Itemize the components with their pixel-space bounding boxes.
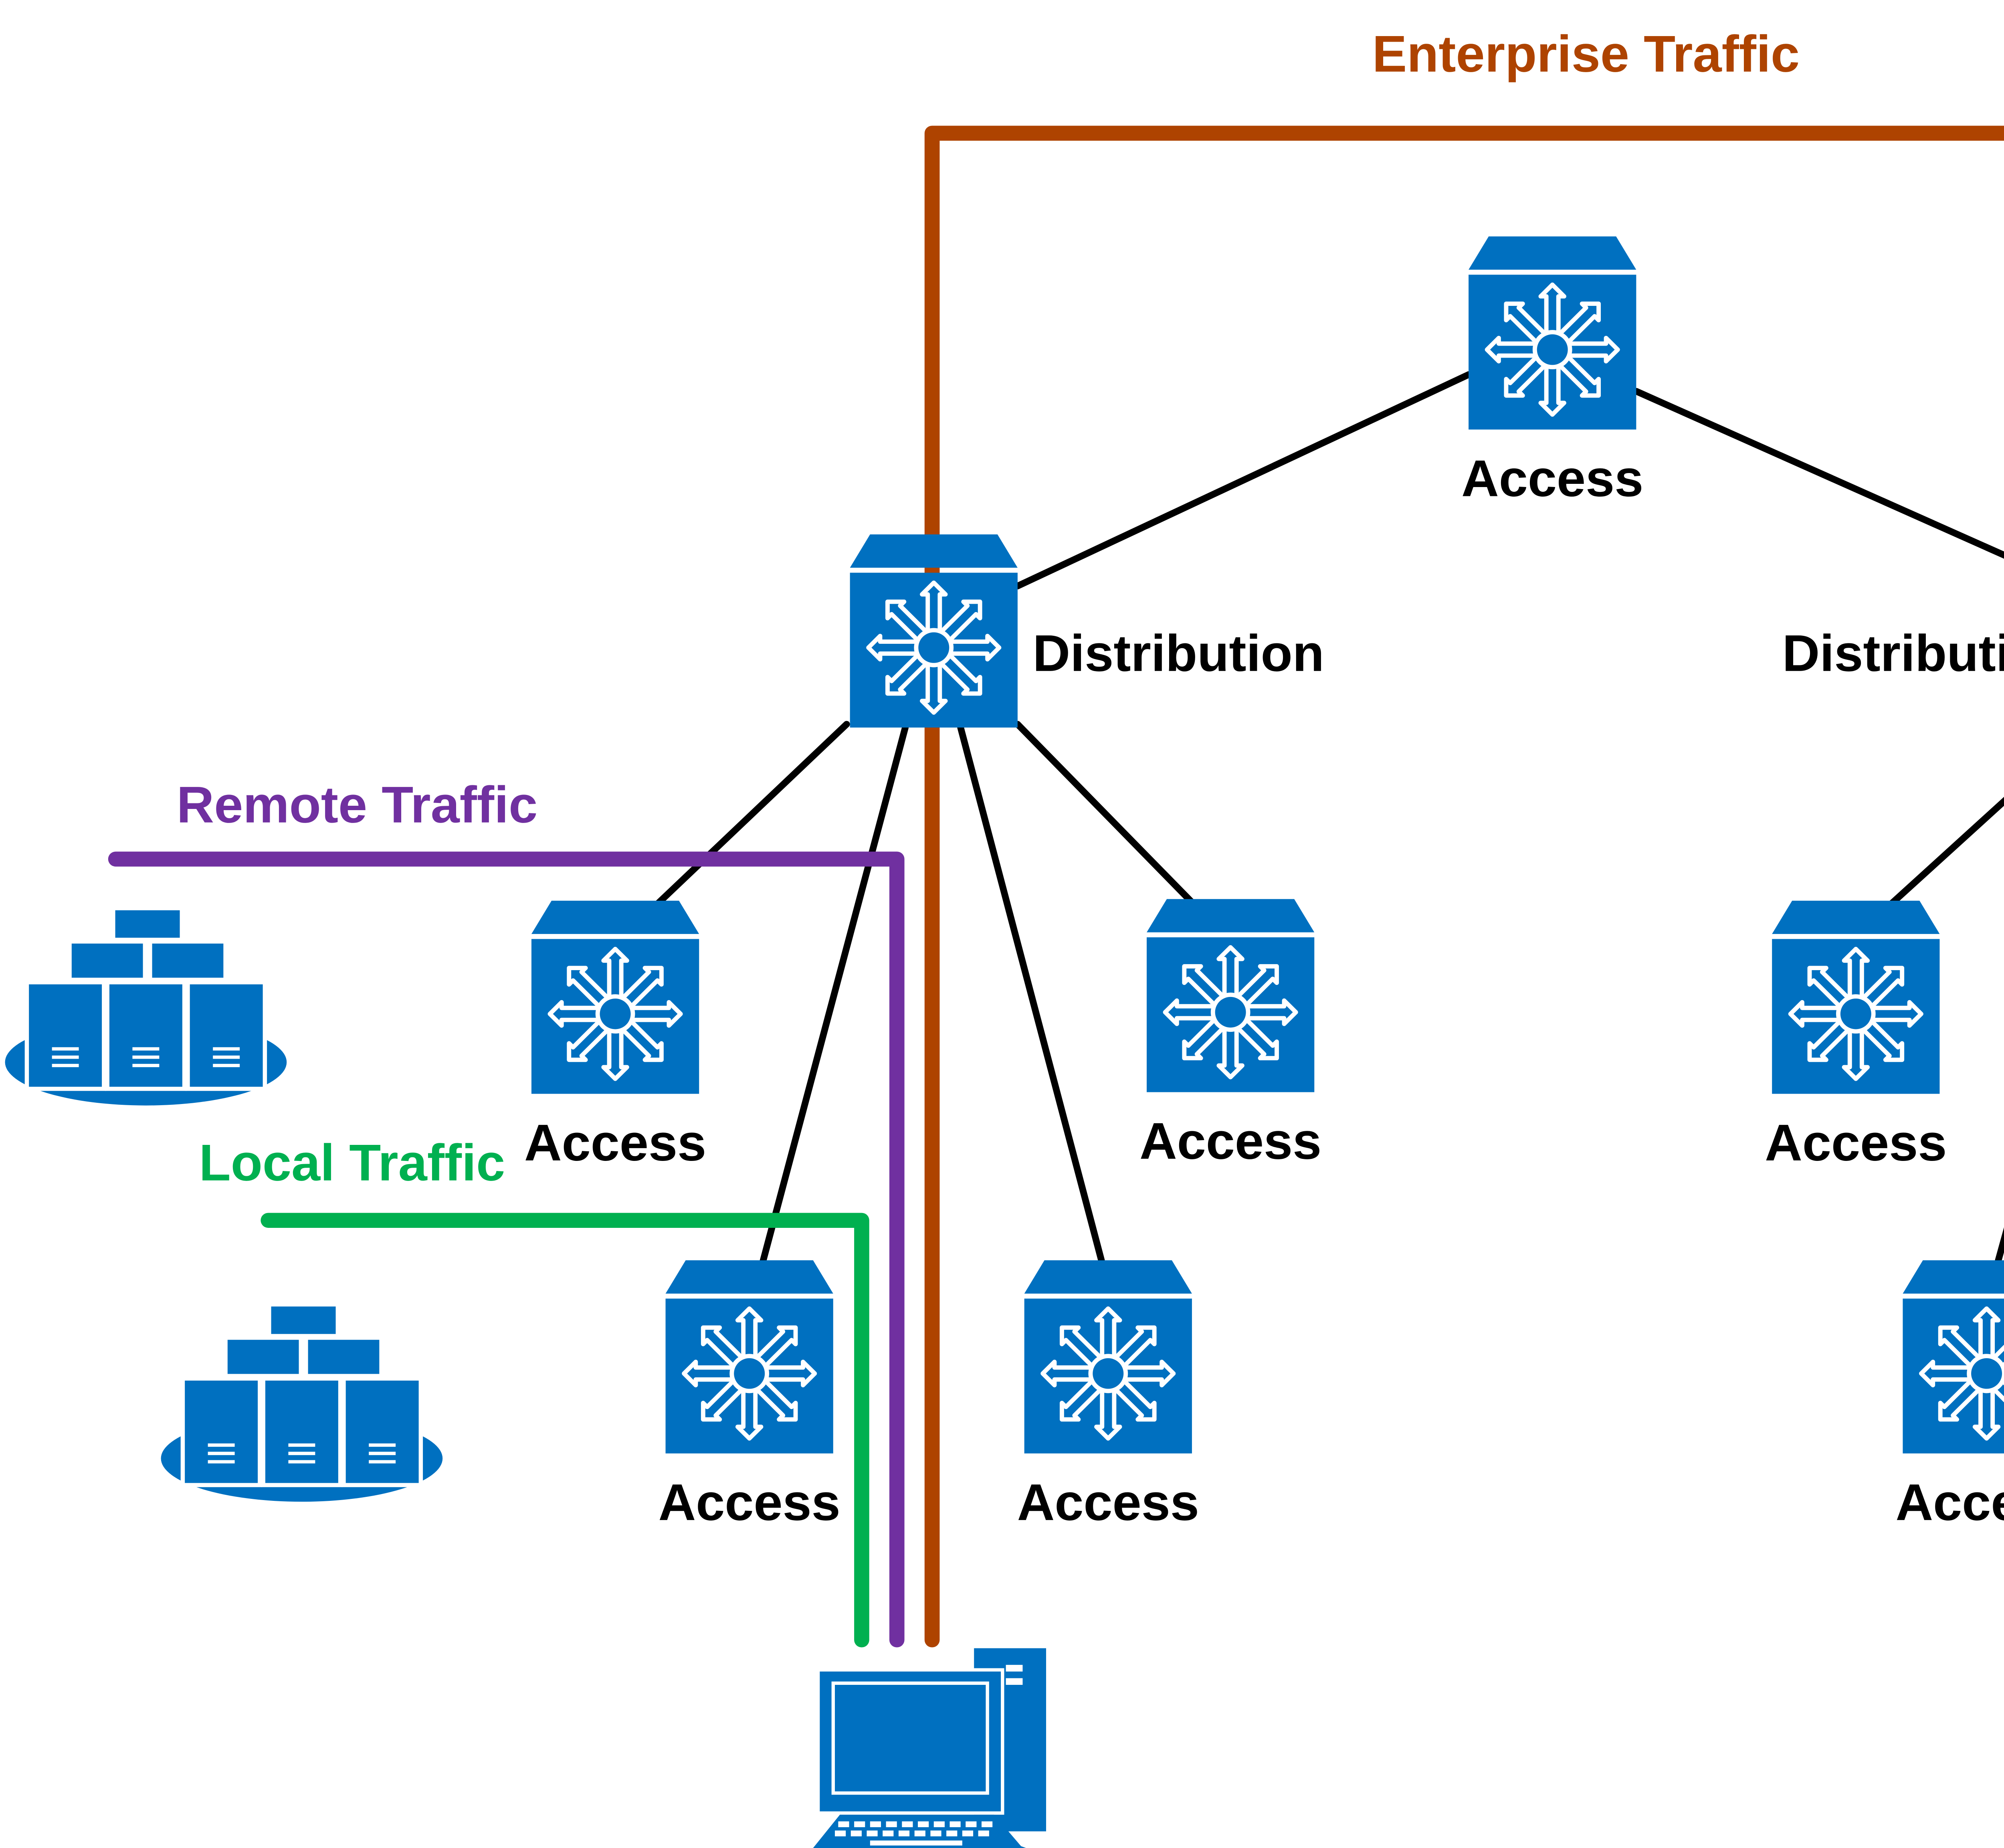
keyboard-key (933, 1821, 945, 1828)
keyboard-key (982, 1821, 993, 1828)
left-access-label-2: Access (659, 1474, 840, 1531)
remote-server-cluster-icon[interactable] (5, 909, 287, 1106)
keyboard-key (902, 1821, 913, 1828)
left-access-switch-2-icon[interactable] (666, 1260, 833, 1454)
right-distribution-label: Distribution (1782, 625, 2004, 682)
keyboard-key (946, 1830, 958, 1836)
remote-traffic-label: Remote Traffic (177, 776, 538, 833)
link-top-dist-right (1633, 388, 2004, 559)
right-access-label-2: Access (1895, 1474, 2004, 1531)
keyboard-key (850, 1830, 862, 1836)
local-traffic-path (261, 1213, 869, 1648)
left-access-switch-1-icon[interactable] (531, 901, 699, 1094)
keyboard-key (854, 1821, 865, 1828)
keyboard-key (966, 1821, 977, 1828)
left-access-label-1: Access (524, 1114, 706, 1171)
local-server-cluster-icon[interactable] (161, 1305, 443, 1502)
link-dist-left-access-1 (650, 721, 850, 911)
enterprise-traffic-path (924, 125, 2004, 1648)
right-access-label-1: Access (1765, 1114, 1947, 1171)
link-dist-right-access-1 (1887, 797, 2004, 908)
left-distribution-switch-icon[interactable] (850, 534, 1018, 728)
keyboard-key (930, 1830, 941, 1836)
desktop-computer-icon[interactable] (813, 1648, 1046, 1848)
link-dist-left-access-4 (1014, 721, 1197, 908)
link-dist-left-access-2 (759, 724, 909, 1266)
keyboard-key (962, 1830, 974, 1836)
keyboard-key (867, 1830, 878, 1836)
keyboard-key (914, 1830, 925, 1836)
keyboard-key (870, 1821, 881, 1828)
enterprise-traffic-label: Enterprise Traffic (1372, 25, 1800, 83)
top-access-switch-icon[interactable] (1469, 237, 1636, 430)
keyboard-key (978, 1830, 989, 1836)
left-distribution-label: Distribution (1033, 625, 1324, 682)
keyboard-spacebar (870, 1840, 962, 1846)
keyboard-key (886, 1821, 897, 1828)
connection-links (650, 371, 2004, 1266)
keyboard-key (918, 1821, 929, 1828)
remote-traffic-path (108, 851, 905, 1648)
local-traffic-label: Local Traffic (199, 1134, 505, 1191)
left-access-switch-3-icon[interactable] (1024, 1260, 1192, 1454)
right-access-switch-2-icon[interactable] (1903, 1260, 2004, 1454)
link-top-dist-left (1014, 371, 1472, 590)
keyboard-key (835, 1830, 846, 1836)
left-access-switch-4-icon[interactable] (1147, 899, 1314, 1092)
link-dist-left-access-3 (957, 724, 1105, 1264)
keyboard-key (898, 1830, 910, 1836)
top-access-label: Access (1461, 450, 1643, 507)
keyboard-key (949, 1821, 961, 1828)
keyboard-key (838, 1821, 849, 1828)
keyboard-key (883, 1830, 894, 1836)
left-access-label-3: Access (1017, 1474, 1199, 1531)
left-access-label-4: Access (1139, 1112, 1321, 1170)
right-access-switch-1-icon[interactable] (1772, 901, 1939, 1094)
